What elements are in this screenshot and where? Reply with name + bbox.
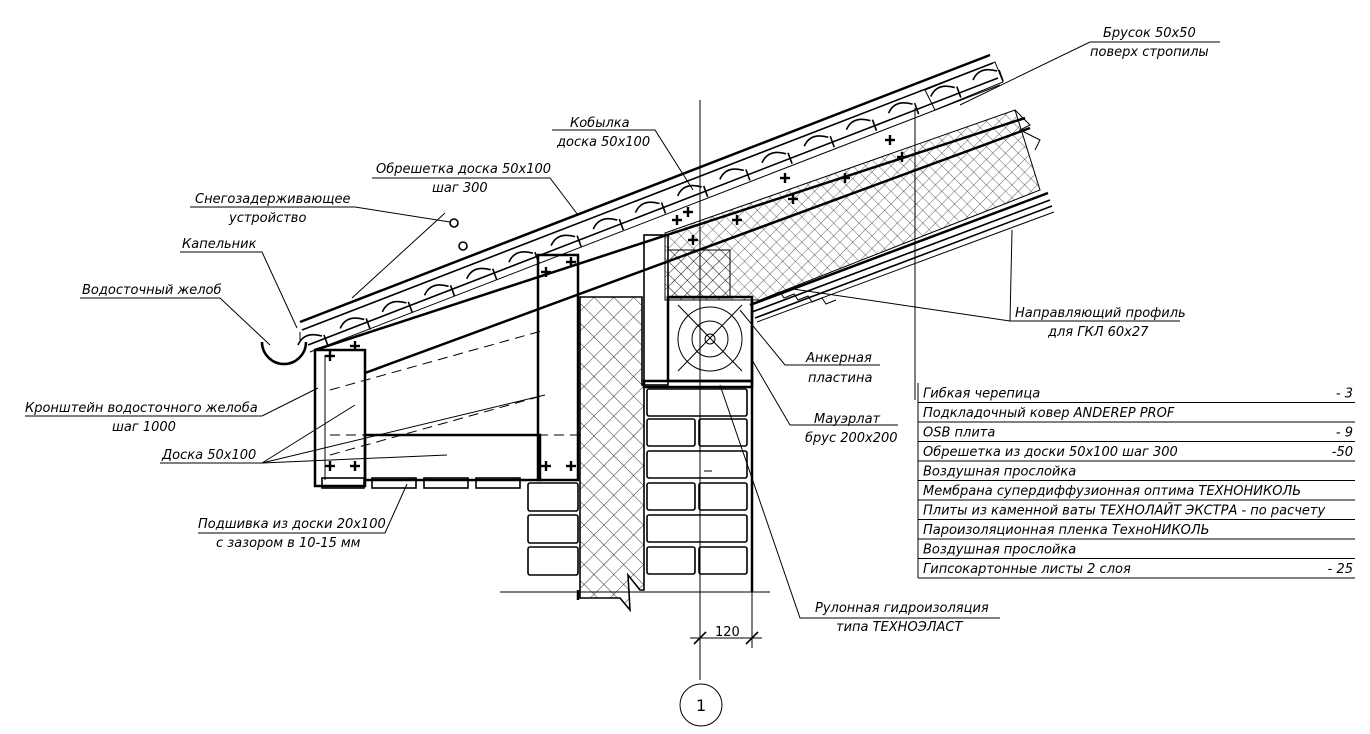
brickwork-left <box>527 482 579 576</box>
label-brusok-sub: поверх стропилы <box>1090 45 1209 60</box>
layer-name: Подкладочный ковер ANDEREP PROF <box>923 406 1175 421</box>
batten-edge <box>829 135 836 148</box>
batten-piece <box>972 68 998 81</box>
batten-piece <box>634 201 660 213</box>
layer-name: Воздушная прослойка <box>923 543 1076 558</box>
batten-edge <box>787 152 793 165</box>
brick <box>646 450 748 479</box>
label-bracket: Кронштейн водосточного желоба <box>25 401 258 416</box>
batten-edge <box>323 334 329 347</box>
batten-piece <box>676 184 702 197</box>
batten-edge <box>407 301 414 314</box>
batten-edge <box>449 285 456 297</box>
batten-piece <box>550 234 576 246</box>
label-soffit-sub: с зазором в 10-15 мм <box>216 536 361 551</box>
brick <box>698 418 748 447</box>
batten-edge <box>745 169 751 181</box>
roof-package <box>297 53 1055 375</box>
label-bracket-sub: шаг 1000 <box>112 420 176 435</box>
wall <box>527 234 754 613</box>
label-waterproofing: Рулонная гидроизоляция <box>815 601 989 616</box>
axis-label: 1 <box>696 696 706 715</box>
batten-edge <box>913 102 920 115</box>
batten-piece <box>761 151 787 164</box>
brick <box>698 546 748 575</box>
batten-piece <box>845 118 871 131</box>
brick <box>646 482 696 511</box>
brick <box>646 418 696 447</box>
batten-piece <box>930 85 956 97</box>
label-brusok: Брусок 50х50 <box>1103 26 1196 41</box>
batten-edge <box>702 185 709 198</box>
layer-name: Гибкая черепица <box>923 387 1040 402</box>
batten-piece <box>466 267 491 280</box>
batten-edge <box>365 318 371 330</box>
dimension-text: 120 <box>715 625 740 640</box>
batten-edge <box>956 86 962 98</box>
layers-table: Гибкая черепица - 3 Подкладочный ковер AND… <box>917 383 1355 579</box>
layer-name: Плиты из каменной ваты ТЕХНОЛАЙТ ЭКСТРА … <box>923 503 1326 519</box>
batten-piece <box>339 317 365 329</box>
label-kobylka: Кобылка <box>570 116 630 131</box>
layer-name: Гипсокартонные листы 2 слоя <box>923 562 1131 577</box>
label-snow-guard: Снегозадерживающее <box>195 192 350 207</box>
callout-labels: Брусок 50х50 поверх стропилы Кобылка дос… <box>25 26 1209 715</box>
layer-name: OSB плита <box>923 426 995 441</box>
label-board: Доска 50х100 <box>161 448 256 463</box>
layer-name: Пароизоляционная пленка ТехноНИКОЛЬ <box>923 523 1210 538</box>
batten-edge <box>491 268 498 281</box>
label-obreshetka-sub: шаг 300 <box>432 181 488 196</box>
layer-name: Мембрана супердиффузионная оптима ТЕХНОН… <box>923 484 1301 499</box>
label-profile: Направляющий профиль <box>1015 306 1186 321</box>
brick <box>646 546 696 575</box>
label-soffit: Подшивка из доски 20х100 <box>198 517 386 532</box>
batten-piece <box>508 251 534 263</box>
axis-and-dimension <box>500 100 770 727</box>
snow-guard <box>449 218 468 251</box>
layer-thickness: - 3 <box>1336 387 1353 402</box>
layer-thickness: - 9 <box>1336 426 1353 441</box>
batten-piece <box>719 168 745 180</box>
batten-edge <box>576 235 582 247</box>
brick <box>646 514 748 543</box>
batten-piece <box>297 333 323 346</box>
leader-lines <box>25 41 1220 619</box>
label-mauerlat-sub: брус 200х200 <box>805 431 898 446</box>
brick <box>527 482 579 512</box>
brick <box>646 388 748 417</box>
label-kobylka-sub: доска 50х100 <box>556 135 650 150</box>
axis-marker-circle <box>679 683 723 727</box>
eave-box <box>260 253 580 489</box>
label-mauerlat: Мауэрлат <box>814 412 881 427</box>
label-snow-guard-sub: устройство <box>228 211 306 226</box>
batten-piece <box>887 102 913 114</box>
label-waterproofing-sub: типа ТЕХНОЭЛАСТ <box>836 620 964 635</box>
batten-piece <box>803 135 829 147</box>
layer-thickness: - 25 <box>1328 562 1353 577</box>
label-kapelnik: Капельник <box>182 237 257 252</box>
brickwork-right <box>646 388 748 575</box>
batten-edge <box>660 202 667 214</box>
layer-thickness: -50 <box>1332 445 1353 460</box>
brick <box>527 514 579 544</box>
layer-name: Обрешетка из доски 50х100 шаг 300 <box>923 445 1178 460</box>
batten-piece <box>423 284 449 296</box>
label-anchor-sub: пластина <box>808 371 872 386</box>
label-obreshetka: Обрешетка доска 50х100 <box>376 162 551 177</box>
batten-edge <box>871 119 878 131</box>
batten-edge <box>618 218 625 231</box>
brick <box>527 546 579 576</box>
label-profile-sub: для ГКЛ 60х27 <box>1047 325 1149 340</box>
batten-piece <box>592 217 618 230</box>
layer-name: Воздушная прослойка <box>923 465 1076 480</box>
fastener-marks <box>325 135 907 471</box>
insulation-layer <box>664 109 1041 301</box>
brick <box>698 482 748 511</box>
batten-piece <box>381 300 407 313</box>
label-anchor: Анкерная <box>805 351 872 366</box>
label-gutter: Водосточный желоб <box>82 283 222 298</box>
